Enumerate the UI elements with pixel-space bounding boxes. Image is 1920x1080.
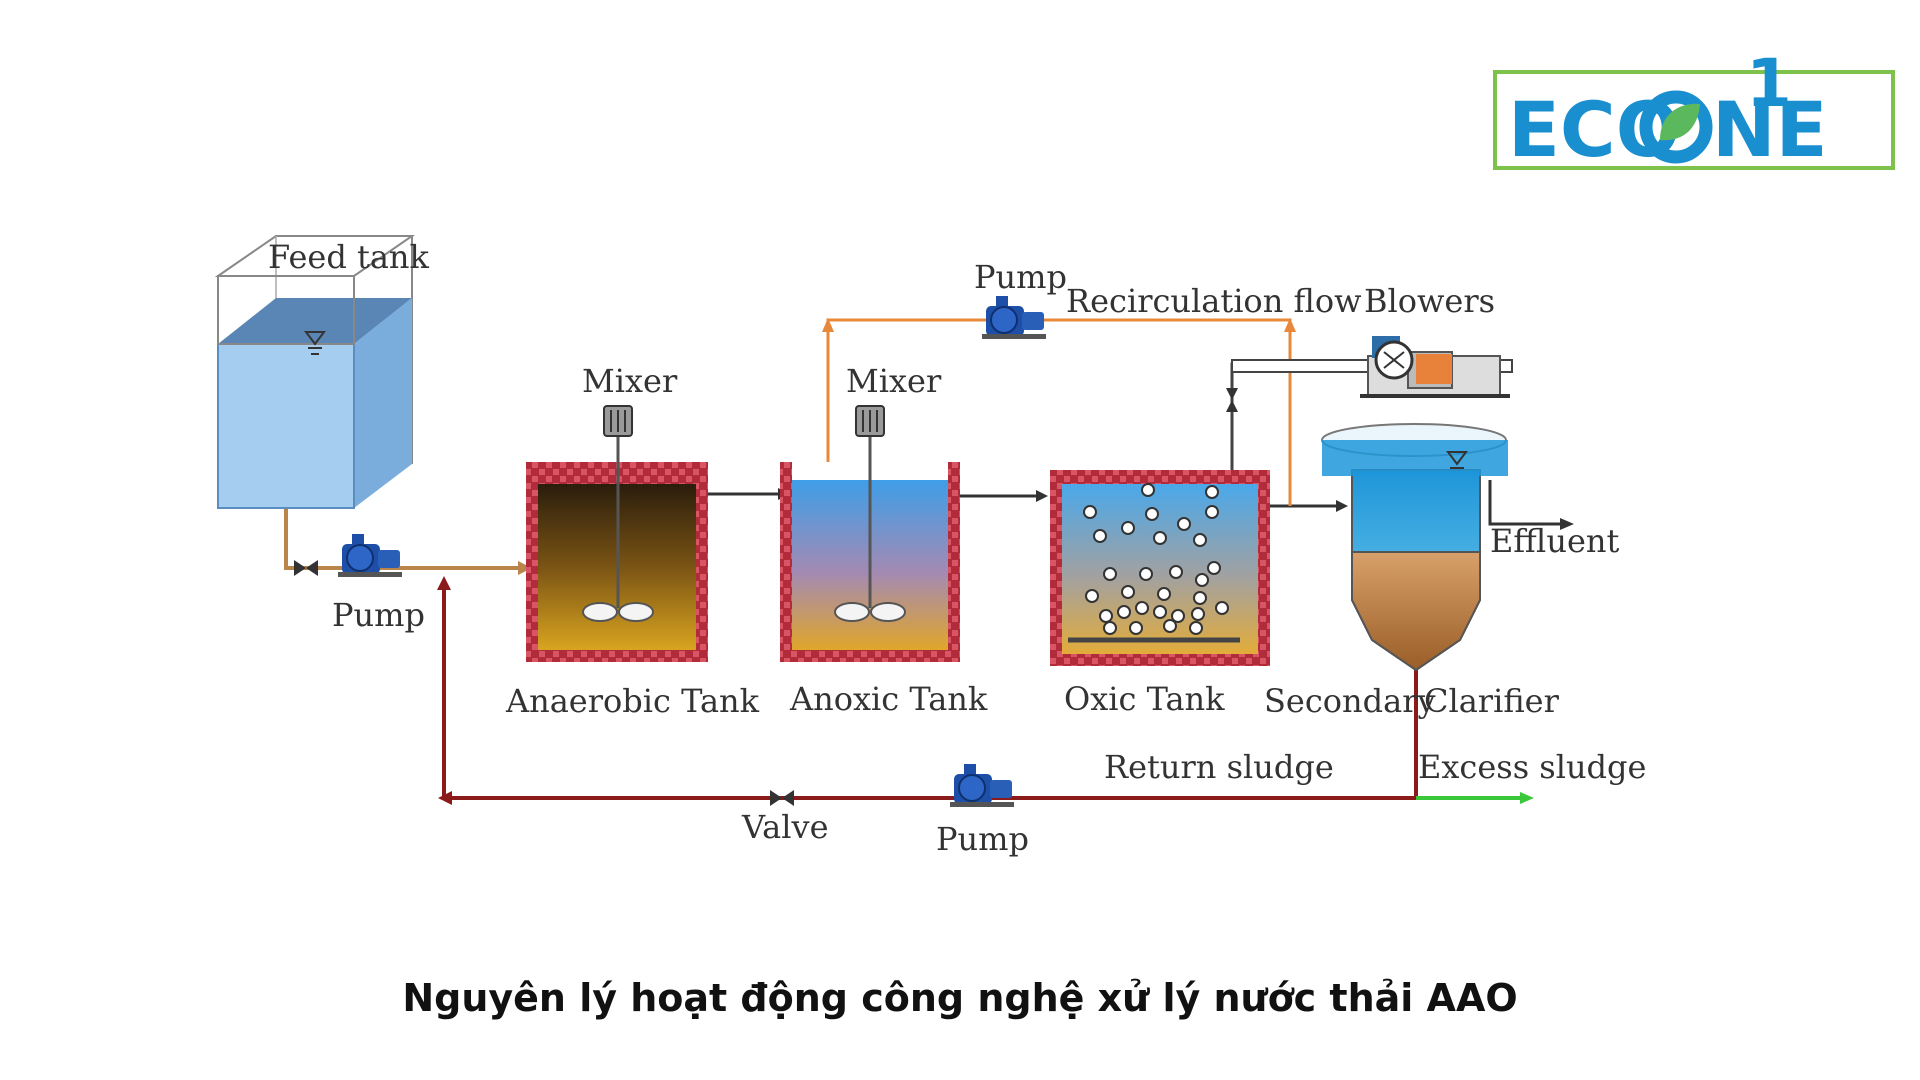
return-pump-icon — [949, 763, 1015, 808]
caption: Nguyên lý hoạt động công nghệ xử lý nước… — [402, 976, 1518, 1020]
leaf-icon — [1639, 90, 1713, 164]
feed-tank — [214, 235, 416, 509]
recirc-pump-label: Pump — [974, 258, 1067, 296]
return-sludge-pipe — [442, 582, 1418, 800]
return-pump-label: Pump — [936, 820, 1029, 858]
blowers-label: Blowers — [1364, 282, 1495, 320]
mixer-2-label: Mixer — [846, 362, 942, 400]
secondary-label: Secondary — [1264, 682, 1436, 720]
recirc-pump-icon — [981, 295, 1047, 340]
feed-pump-label: Pump — [332, 596, 425, 634]
anoxic-tank-label: Anoxic Tank — [789, 680, 988, 718]
return-sludge-label: Return sludge — [1104, 748, 1334, 786]
clarifier-level-icon — [1446, 451, 1468, 469]
return-arrow-up — [437, 576, 451, 590]
anaerobic-tank-label: Anaerobic Tank — [505, 682, 760, 720]
feed-tank-label: Feed tank — [268, 238, 430, 276]
secondary-clarifier — [1321, 423, 1508, 672]
anoxic-tank — [780, 436, 960, 662]
effluent-arrow — [1560, 518, 1574, 530]
effluent-label: Effluent — [1490, 522, 1619, 560]
return-arrow-left — [438, 791, 452, 805]
water-level-icon — [304, 331, 326, 355]
feed-valve-icon — [294, 560, 318, 576]
ecoone-logo: ECO NE 1 — [1493, 45, 1895, 174]
feed-pipe — [284, 500, 518, 570]
logo-text-suffix: NE — [1712, 85, 1828, 174]
excess-arrow — [1520, 792, 1534, 804]
effluent-pipe — [1488, 480, 1560, 526]
recirculation-pipe — [826, 318, 1292, 560]
recirculation-flow-label: Recirculation flow — [1066, 282, 1361, 320]
recirc-arrow-top — [1284, 318, 1296, 332]
arrow-anoxic-oxic — [1036, 490, 1048, 502]
oxic-tank-label: Oxic Tank — [1064, 680, 1225, 718]
mixer-1-label: Mixer — [582, 362, 678, 400]
mixer-icon-1 — [603, 405, 633, 437]
oxic-tank — [1050, 470, 1270, 666]
recirc-arrow-up — [822, 318, 834, 332]
mixer-icon-2 — [855, 405, 885, 437]
return-valve-icon — [770, 790, 794, 806]
arrow-oxic-clarifier — [1336, 500, 1348, 512]
feed-arrow — [518, 561, 532, 575]
excess-sludge-label: Excess sludge — [1418, 748, 1646, 786]
air-bubbles — [1083, 483, 1229, 635]
anaerobic-tank — [526, 436, 708, 662]
clarifier-label: Clarifier — [1424, 682, 1560, 720]
blower-icon — [1360, 336, 1510, 398]
air-valve-icon — [1226, 388, 1238, 412]
valve-label: Valve — [741, 808, 829, 846]
logo-digit: 1 — [1746, 45, 1792, 122]
feed-pump-icon — [337, 533, 403, 578]
